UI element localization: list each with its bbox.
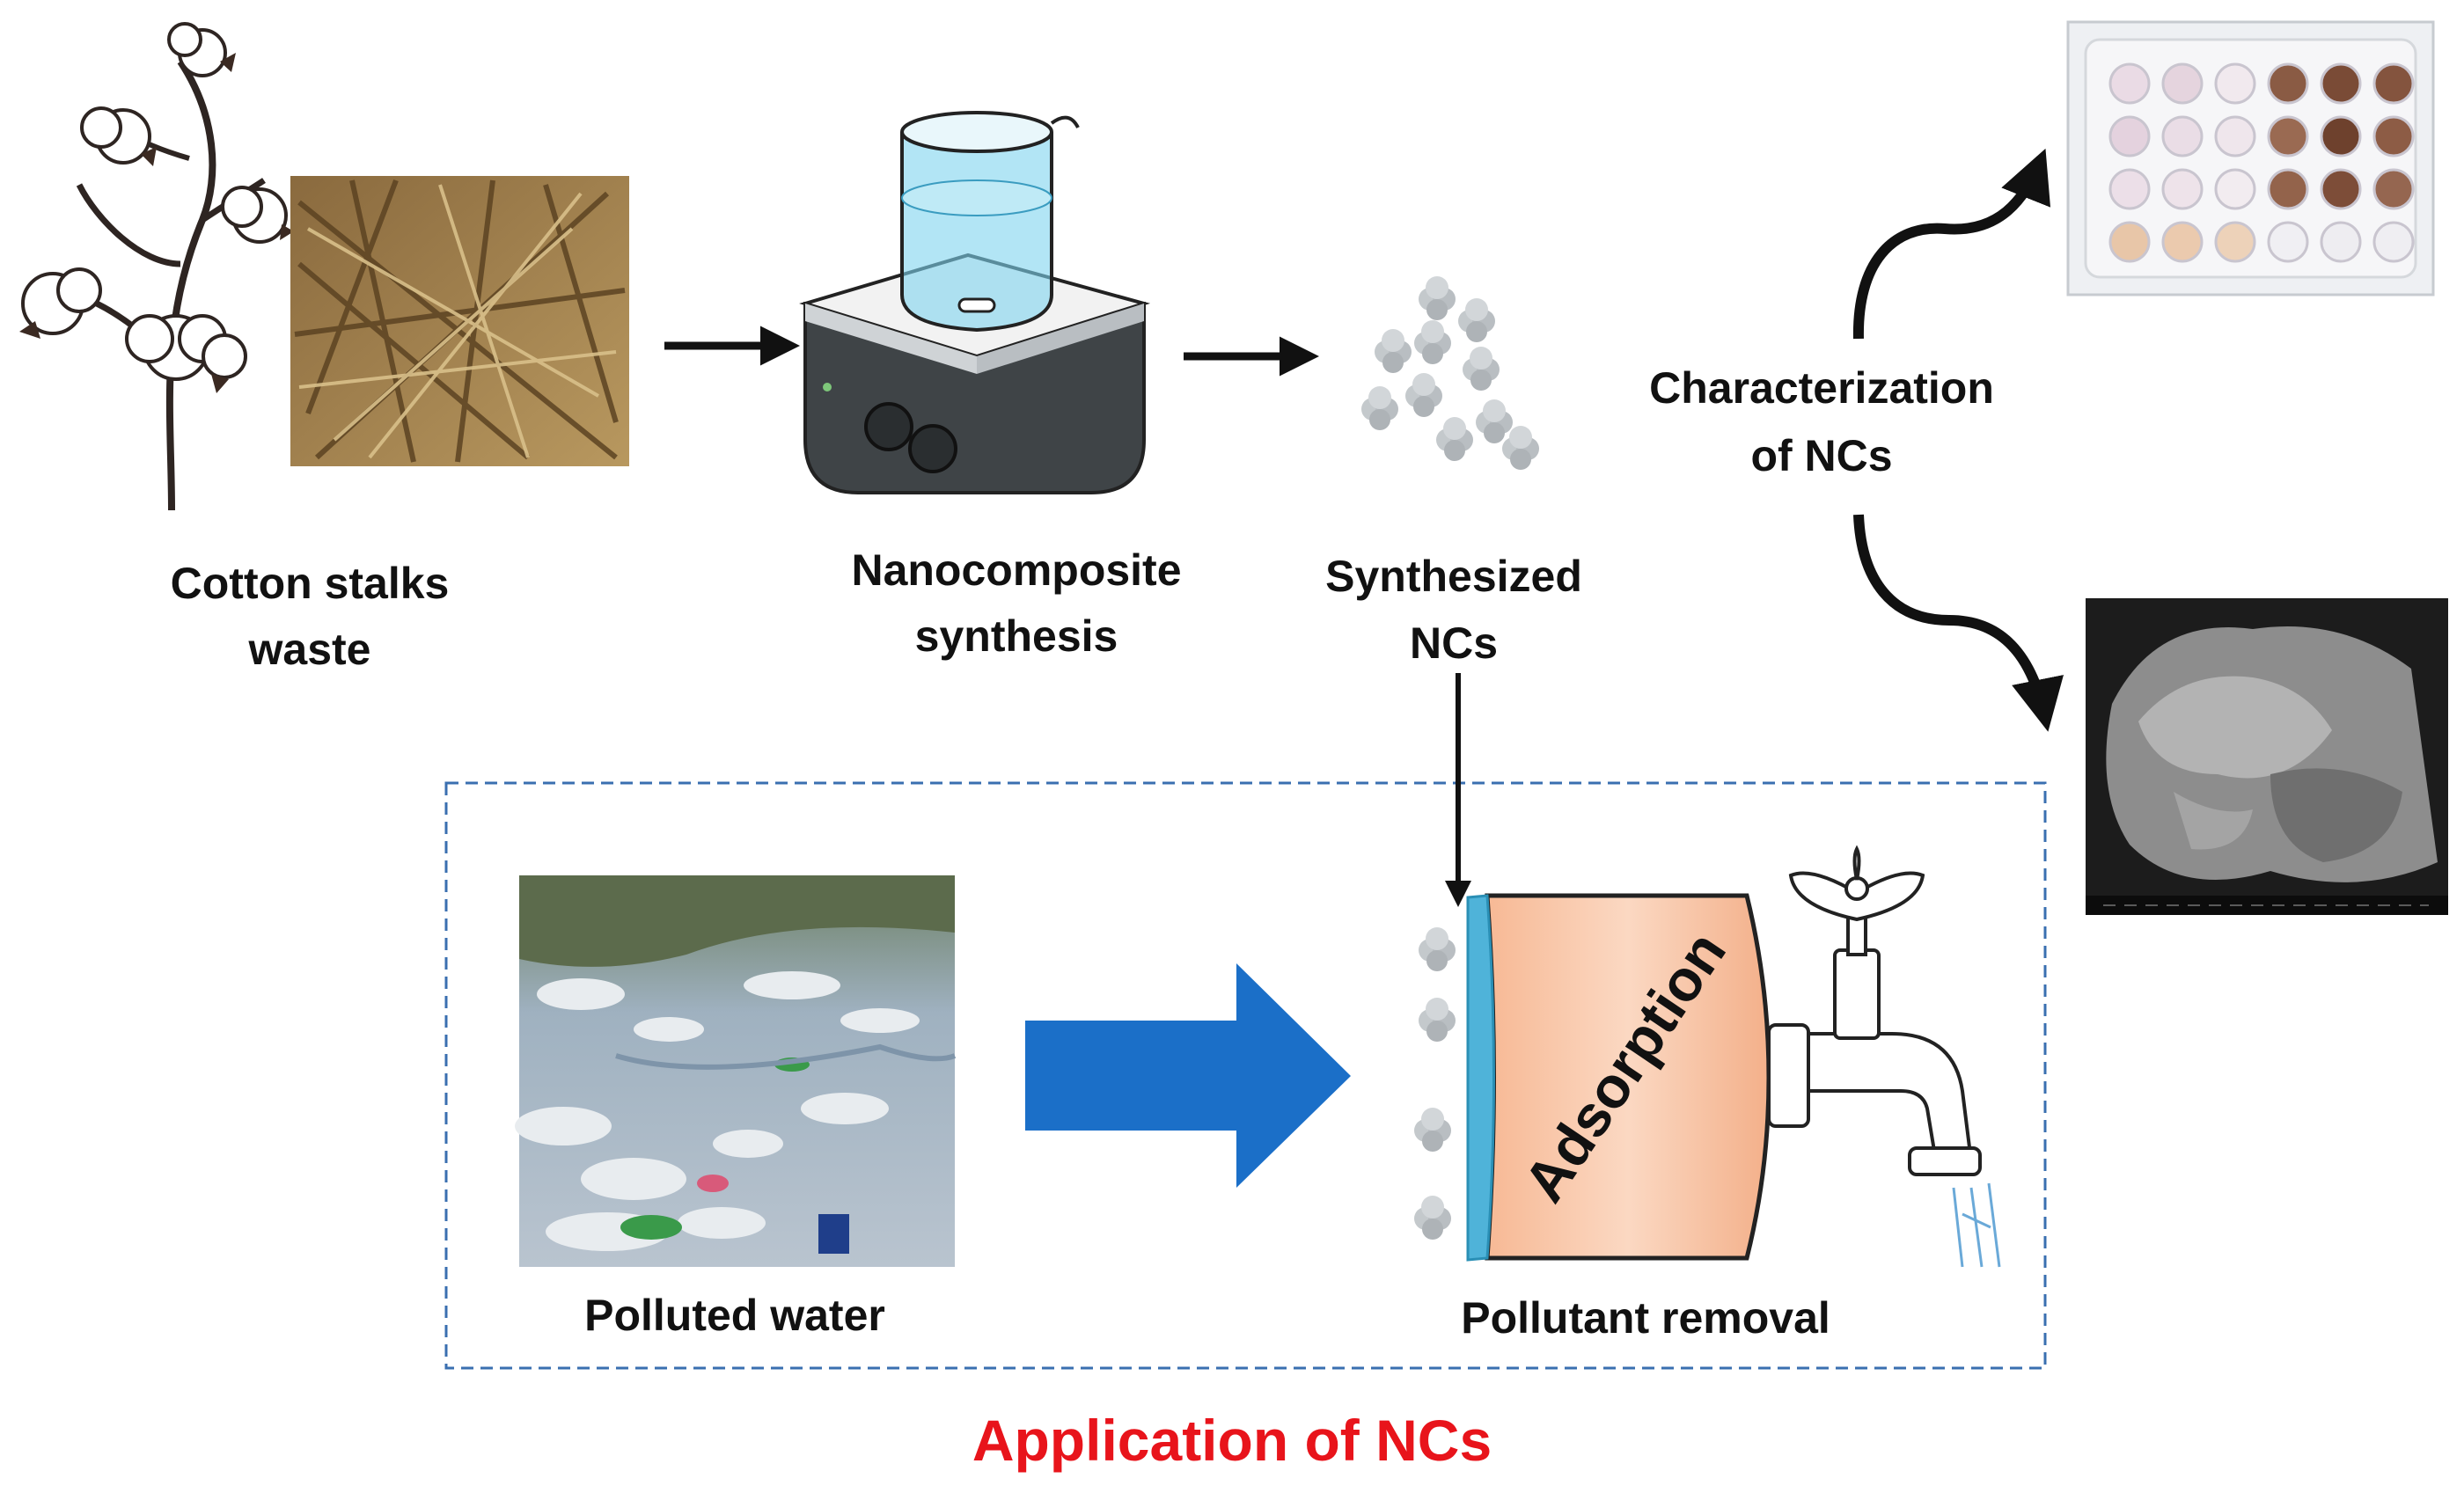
synth-label-line1: Synthesized xyxy=(1325,552,1582,601)
adsorption-tank-icon xyxy=(1466,893,1771,1262)
cotton-label-line2: waste xyxy=(248,625,371,674)
cotton-stalks-photo xyxy=(290,176,629,466)
faucet-icon xyxy=(1767,845,1982,1176)
polluted-water-photo xyxy=(515,875,957,1267)
pollutant-removal-label: Pollutant removal xyxy=(1461,1293,1830,1343)
big-blue-arrow xyxy=(1025,963,1351,1188)
nanoparticles-icon xyxy=(1361,276,1539,470)
nano-label-line1: Nanocomposite xyxy=(851,545,1181,595)
adsorbed-nanoparticles-icon xyxy=(1414,927,1456,1240)
curved-arrow-up xyxy=(1852,148,2051,340)
nano-label-line2: synthesis xyxy=(915,611,1118,661)
char-label-line2: of NCs xyxy=(1750,431,1892,480)
cotton-plant-icon xyxy=(19,22,294,511)
char-label-line1: Characterization xyxy=(1649,363,1994,413)
synth-label-line2: NCs xyxy=(1410,618,1498,668)
well-plate-photo xyxy=(2066,20,2435,296)
cotton-label-line1: Cotton stalks xyxy=(171,559,450,608)
curved-arrow-down xyxy=(1853,514,2064,732)
water-stream-icon xyxy=(1952,1182,2001,1268)
application-title: Application of NCs xyxy=(972,1408,1492,1473)
hotplate-beaker-icon xyxy=(799,111,1151,494)
polluted-water-label: Polluted water xyxy=(584,1291,885,1340)
application-box xyxy=(444,781,2047,1370)
sem-image-photo xyxy=(2086,598,2448,915)
